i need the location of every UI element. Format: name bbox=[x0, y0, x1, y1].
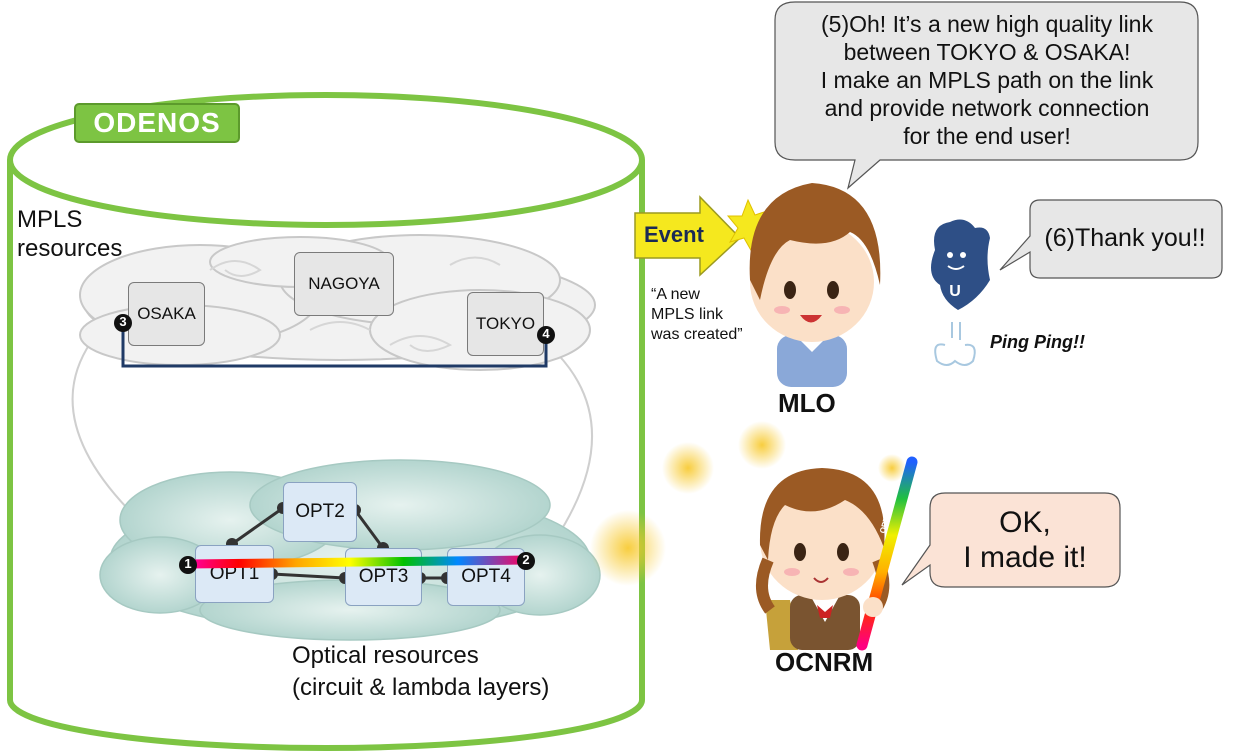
mpls-label-line1: MPLS bbox=[17, 206, 83, 233]
user-speech-text: (6)Thank you!! bbox=[1044, 224, 1206, 252]
optical-resources-label: Optical resources (circuit & lambda laye… bbox=[292, 640, 549, 704]
ocnrm-speech-line2: I made it! bbox=[963, 541, 1087, 574]
mpls-link bbox=[121, 323, 548, 368]
mlo-speech-line: (5)Oh! It’s a new high quality link bbox=[821, 11, 1153, 37]
event-message-line1: “A new bbox=[651, 286, 700, 303]
mlo-character-icon bbox=[749, 183, 881, 387]
port-label-4: 4 bbox=[542, 326, 550, 341]
ocnrm-name: OCNRM bbox=[775, 647, 874, 677]
port-label-1: 1 bbox=[184, 556, 192, 571]
optical-node-opt1: OPT1 bbox=[195, 545, 274, 603]
event-message: “A new MPLS link was created” bbox=[651, 285, 743, 345]
event-message-line2: MPLS link bbox=[651, 306, 724, 323]
ping-text: Ping Ping!! bbox=[990, 332, 1085, 352]
mlo-speech-line: I make an MPLS path on the link bbox=[820, 67, 1154, 93]
mlo-speech-text: (5)Oh! It’s a new high quality link betw… bbox=[778, 10, 1196, 150]
optical-node-opt3: OPT3 bbox=[345, 548, 422, 606]
user-badge: U bbox=[949, 283, 961, 300]
optical-node-opt4: OPT4 bbox=[447, 548, 525, 606]
ocnrm-hand-icon bbox=[863, 597, 883, 617]
user-character-icon bbox=[931, 219, 990, 366]
mlo-speech-bubble bbox=[774, 1, 1199, 190]
mpls-resources-label: MPLS resources bbox=[17, 205, 122, 263]
event-message-line3: was created” bbox=[651, 326, 743, 343]
optical-node-opt2: OPT2 bbox=[283, 482, 357, 542]
ocnrm-speech-text: OK, I made it! bbox=[930, 505, 1120, 575]
mlo-speech-line: and provide network connection bbox=[824, 95, 1150, 121]
port-label-3: 3 bbox=[119, 314, 127, 329]
optical-label-line1: Optical resources bbox=[292, 642, 479, 669]
port-label-2: 2 bbox=[522, 552, 530, 567]
mpls-label-line2: resources bbox=[17, 235, 123, 262]
mlo-speech-line: for the end user! bbox=[903, 123, 1071, 149]
ocnrm-character-icon bbox=[756, 468, 890, 650]
ocnrm-speech-bubble bbox=[901, 492, 1121, 588]
mpls-node-nagoya: NAGOYA bbox=[294, 252, 394, 316]
mpls-node-tokyo: TOKYO bbox=[467, 292, 544, 356]
optical-label-line2: (circuit & lambda layers) bbox=[292, 674, 550, 701]
mlo-speech-line: between TOKYO & OSAKA! bbox=[843, 39, 1131, 65]
odenos-badge: ODENOS bbox=[74, 103, 240, 143]
event-label: Event bbox=[644, 222, 704, 247]
ocnrm-speech-line1: OK, bbox=[999, 506, 1051, 539]
mpls-node-osaka: OSAKA bbox=[128, 282, 205, 346]
event-arrow bbox=[634, 195, 742, 277]
sparkle-glows bbox=[590, 421, 906, 586]
user-speech-bubble bbox=[999, 199, 1223, 279]
mlo-name: MLO bbox=[778, 388, 836, 418]
